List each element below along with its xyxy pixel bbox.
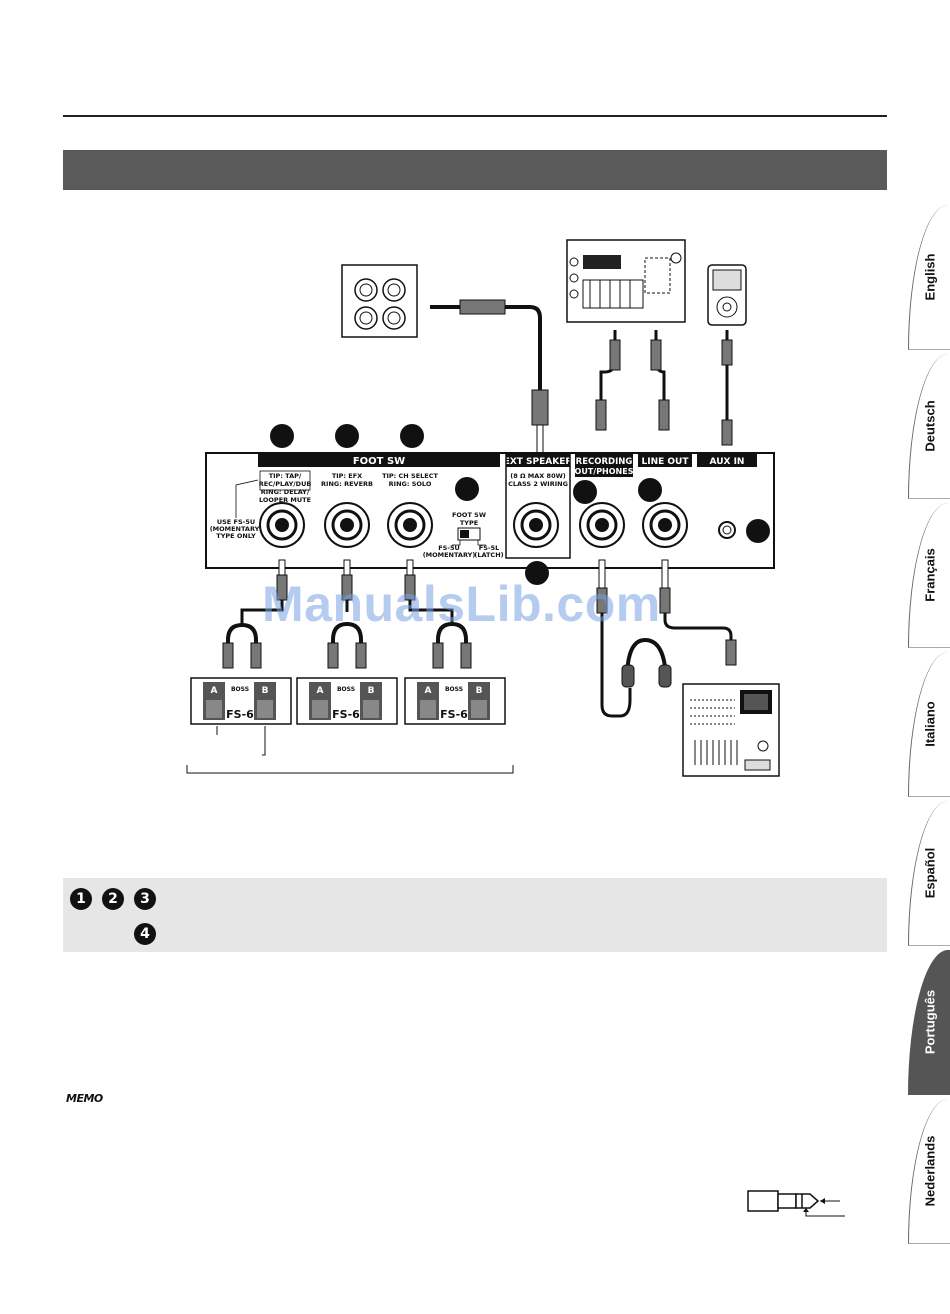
- svg-text:RING: DELAY/: RING: DELAY/: [261, 488, 310, 496]
- tab-english[interactable]: English: [908, 205, 950, 350]
- svg-text:RECORDING: RECORDING: [576, 457, 633, 467]
- line-out-jack: [642, 502, 688, 548]
- plug-diagram: [747, 1190, 845, 1217]
- section-header-bar: [63, 150, 887, 190]
- callout-number-3: 3: [134, 888, 156, 910]
- svg-text:TYPE ONLY: TYPE ONLY: [216, 532, 256, 540]
- svg-text:LINE OUT: LINE OUT: [642, 457, 690, 467]
- language-tabs: English Deutsch Français Italiano Españo…: [908, 205, 950, 1250]
- svg-text:B: B: [262, 686, 269, 696]
- tab-nederlands[interactable]: Nederlands: [908, 1099, 950, 1244]
- svg-text:B: B: [476, 686, 483, 696]
- connection-diagram: FOOT SW EXT SPEAKER (8 Ω MAX 80W) CLASS …: [186, 239, 780, 777]
- svg-text:FS-5U: FS-5U: [438, 544, 460, 552]
- fs6-pedal-3: A B BOSS FS-6: [404, 677, 506, 725]
- svg-text:BOSS: BOSS: [337, 686, 355, 693]
- svg-text:FS-6: FS-6: [226, 708, 254, 721]
- headphones-icon: [621, 637, 672, 688]
- tab-italiano[interactable]: Italiano: [908, 652, 950, 797]
- svg-text:BOSS: BOSS: [231, 686, 249, 693]
- foot-sw-jack-1: [259, 502, 305, 548]
- svg-text:(8 Ω MAX 80W): (8 Ω MAX 80W): [510, 472, 566, 480]
- svg-text:A: A: [317, 686, 324, 696]
- watermark: ManualsLib.com: [262, 576, 661, 632]
- svg-text:TYPE: TYPE: [460, 519, 478, 527]
- tab-francais[interactable]: Français: [908, 503, 950, 648]
- music-player-icon: [707, 264, 747, 326]
- svg-text:FOOT SW: FOOT SW: [353, 456, 405, 467]
- fs6-pedal-1: A B BOSS FS-6: [190, 677, 292, 725]
- svg-text:A: A: [211, 686, 218, 696]
- svg-text:(MOMENTARY): (MOMENTARY): [423, 551, 476, 559]
- speaker-cabinet-icon: [341, 264, 418, 338]
- callout-number-2: 2: [102, 888, 124, 910]
- recording-out-jack: [579, 502, 625, 548]
- svg-text:(MOMENTARY): (MOMENTARY): [210, 525, 263, 533]
- aux-in-jack: [718, 521, 736, 539]
- tab-portugues[interactable]: Português: [908, 950, 950, 1095]
- foot-sw-jack-2: [324, 502, 370, 548]
- svg-text:EXT SPEAKER: EXT SPEAKER: [504, 457, 573, 467]
- svg-text:LOOPER MUTE: LOOPER MUTE: [259, 496, 311, 504]
- svg-text:RING: SOLO: RING: SOLO: [389, 480, 432, 488]
- foot-sw-jack-3: [387, 502, 433, 548]
- recorder-device-icon: [566, 239, 686, 323]
- svg-text:B: B: [368, 686, 375, 696]
- tab-espanol[interactable]: Español: [908, 801, 950, 946]
- svg-text:OUT/PHONES: OUT/PHONES: [575, 467, 634, 476]
- callout-number-1: 1: [70, 888, 92, 910]
- svg-text:FOOT SW: FOOT SW: [452, 511, 486, 519]
- svg-text:FS-6: FS-6: [332, 708, 360, 721]
- svg-text:CLASS 2 WIRING: CLASS 2 WIRING: [508, 480, 568, 488]
- svg-text:(LATCH): (LATCH): [474, 551, 503, 559]
- svg-text:FS-5L: FS-5L: [479, 544, 499, 552]
- svg-text:RING: REVERB: RING: REVERB: [321, 480, 373, 488]
- top-rule: [63, 115, 887, 117]
- svg-text:AUX IN: AUX IN: [710, 457, 745, 467]
- svg-text:A: A: [425, 686, 432, 696]
- fs6-pedal-2: A B BOSS FS-6: [296, 677, 398, 725]
- svg-text:USE FS-5U: USE FS-5U: [217, 518, 255, 526]
- tab-deutsch[interactable]: Deutsch: [908, 354, 950, 499]
- svg-text:TIP: EFX: TIP: EFX: [332, 472, 362, 480]
- svg-text:REC/PLAY/DUB: REC/PLAY/DUB: [259, 480, 312, 488]
- callout-number-4: 4: [134, 923, 156, 945]
- memo-icon: MEMO: [66, 1092, 103, 1105]
- callout-box: 1 2 3 4: [63, 878, 887, 952]
- svg-text:BOSS: BOSS: [445, 686, 463, 693]
- svg-text:TIP: TAP/: TIP: TAP/: [269, 472, 302, 480]
- svg-text:TIP: CH SELECT: TIP: CH SELECT: [382, 472, 438, 480]
- ext-speaker-jack: [513, 502, 559, 548]
- svg-text:FS-6: FS-6: [440, 708, 468, 721]
- mixer-device-icon: [682, 683, 780, 777]
